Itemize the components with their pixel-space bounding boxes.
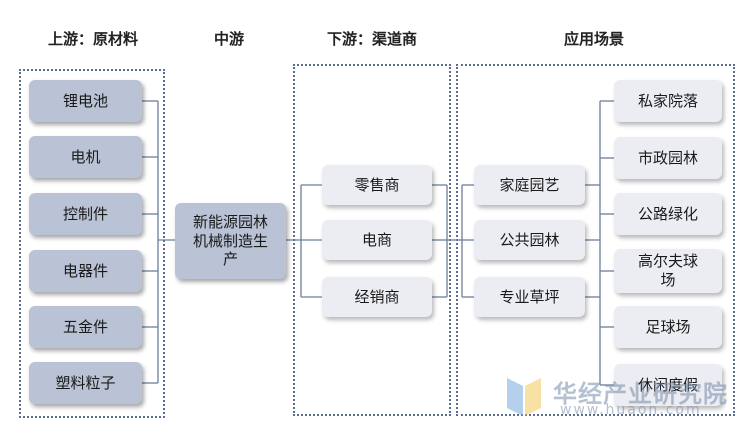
watermark-logo-icon xyxy=(507,378,541,416)
scenario-node-private-yard: 私家院落 xyxy=(614,80,722,122)
segment-node-home-gardening: 家庭园艺 xyxy=(474,165,585,205)
upstream-node-motor: 电机 xyxy=(29,136,142,178)
scenario-node-golf-course: 高尔夫球场 xyxy=(614,249,722,293)
segment-node-professional-turf: 专业草坪 xyxy=(474,277,585,317)
scenario-node-football-field: 足球场 xyxy=(614,306,722,348)
channel-node-retailer: 零售商 xyxy=(322,165,432,205)
channel-node-distributor: 经销商 xyxy=(322,277,432,317)
header-applications: 应用场景 xyxy=(563,30,625,48)
upstream-node-lithium-battery: 锂电池 xyxy=(29,80,142,122)
scenario-node-road-greening: 公路绿化 xyxy=(614,193,722,235)
header-midstream: 中游 xyxy=(213,30,245,48)
watermark-url: www.huaon.com xyxy=(560,402,702,418)
upstream-node-plastic-pellets: 塑料粒子 xyxy=(29,362,142,404)
header-downstream: 下游：渠道商 xyxy=(326,30,418,48)
upstream-node-control-parts: 控制件 xyxy=(29,193,142,235)
scenario-node-municipal-gardens: 市政园林 xyxy=(614,137,722,179)
upstream-node-hardware: 五金件 xyxy=(29,306,142,348)
segment-node-public-gardens: 公共园林 xyxy=(474,220,585,260)
upstream-node-electrical-parts: 电器件 xyxy=(29,250,142,292)
upstream-group-frame xyxy=(19,69,165,418)
scenario-node-leisure-resort: 休闲度假 xyxy=(614,364,722,406)
midstream-node-manufacturing: 新能源园林机械制造生产 xyxy=(175,203,286,279)
watermark-name: 华经产业研究院 xyxy=(553,380,728,408)
channel-node-ecommerce: 电商 xyxy=(322,220,432,260)
header-upstream: 上游：原材料 xyxy=(47,30,139,48)
